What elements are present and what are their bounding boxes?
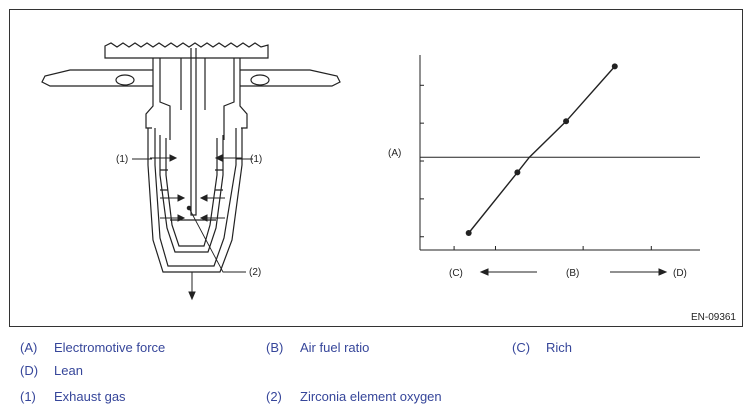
figure-frame: (1) (1) (2) (A) (C) (B) (D) EN-09361 bbox=[9, 9, 743, 327]
x-ticks bbox=[453, 246, 652, 250]
inner-tube bbox=[159, 135, 224, 253]
legend-item-1: (1) Exhaust gas bbox=[20, 389, 126, 404]
data-point bbox=[563, 118, 570, 125]
flange-left bbox=[41, 69, 153, 87]
exhaust-flow-arrows bbox=[150, 154, 242, 301]
figure-svg: (1) (1) (2) (A) (C) (B) (D) bbox=[41, 42, 700, 301]
data-points bbox=[465, 63, 618, 236]
label-zirconia-element: (2) bbox=[249, 267, 261, 278]
legend-item-a: (A) Electromotive force bbox=[20, 340, 165, 355]
legend-key: (A) bbox=[20, 340, 38, 355]
y-ticks bbox=[420, 84, 424, 238]
legend-text: Rich bbox=[546, 340, 573, 355]
legend-key: (B) bbox=[266, 340, 284, 355]
outer-tube bbox=[147, 128, 243, 273]
legend-item-c: (C) Rich bbox=[512, 340, 572, 355]
flange-left-hole bbox=[115, 74, 135, 86]
legend-item-2: (2) Zirconia element oxygen bbox=[266, 389, 442, 404]
legend-text: Zirconia element oxygen bbox=[300, 389, 442, 404]
legend-key: (C) bbox=[512, 340, 531, 355]
legend-text: Air fuel ratio bbox=[300, 340, 370, 355]
label-exhaust-left: (1) bbox=[116, 154, 128, 165]
emf-graph bbox=[419, 55, 700, 251]
emf-curve bbox=[468, 65, 616, 234]
legend-text: Electromotive force bbox=[54, 340, 166, 355]
label-electromotive-force: (A) bbox=[388, 148, 401, 159]
legend-item-b: (B) Air fuel ratio bbox=[266, 340, 369, 355]
legend-key: (2) bbox=[266, 389, 282, 404]
legend-item-d: (D) Lean bbox=[20, 363, 83, 378]
legend: (A) Electromotive force (B) Air fuel ratio… bbox=[0, 330, 750, 413]
sensor-stem bbox=[190, 48, 197, 216]
label-exhaust-right: (1) bbox=[250, 154, 262, 165]
label-air-fuel-ratio: (B) bbox=[566, 268, 579, 279]
legend-text: Lean bbox=[54, 363, 83, 378]
ratio-arrows bbox=[479, 268, 668, 276]
flange-right-hole bbox=[250, 74, 270, 86]
label-lean: (D) bbox=[673, 268, 687, 279]
label-rich: (C) bbox=[449, 268, 463, 279]
figure-code: EN-09361 bbox=[690, 312, 736, 323]
legend-text: Exhaust gas bbox=[54, 389, 126, 404]
data-point bbox=[611, 63, 618, 70]
legend-key: (1) bbox=[20, 389, 36, 404]
legend-key: (D) bbox=[20, 363, 39, 378]
flange-right bbox=[240, 69, 341, 87]
sensor-rim bbox=[104, 42, 269, 59]
callout-leaders bbox=[132, 158, 253, 273]
data-point bbox=[465, 229, 472, 236]
data-point bbox=[514, 169, 521, 176]
oxygen-sensor-diagram bbox=[41, 42, 341, 273]
